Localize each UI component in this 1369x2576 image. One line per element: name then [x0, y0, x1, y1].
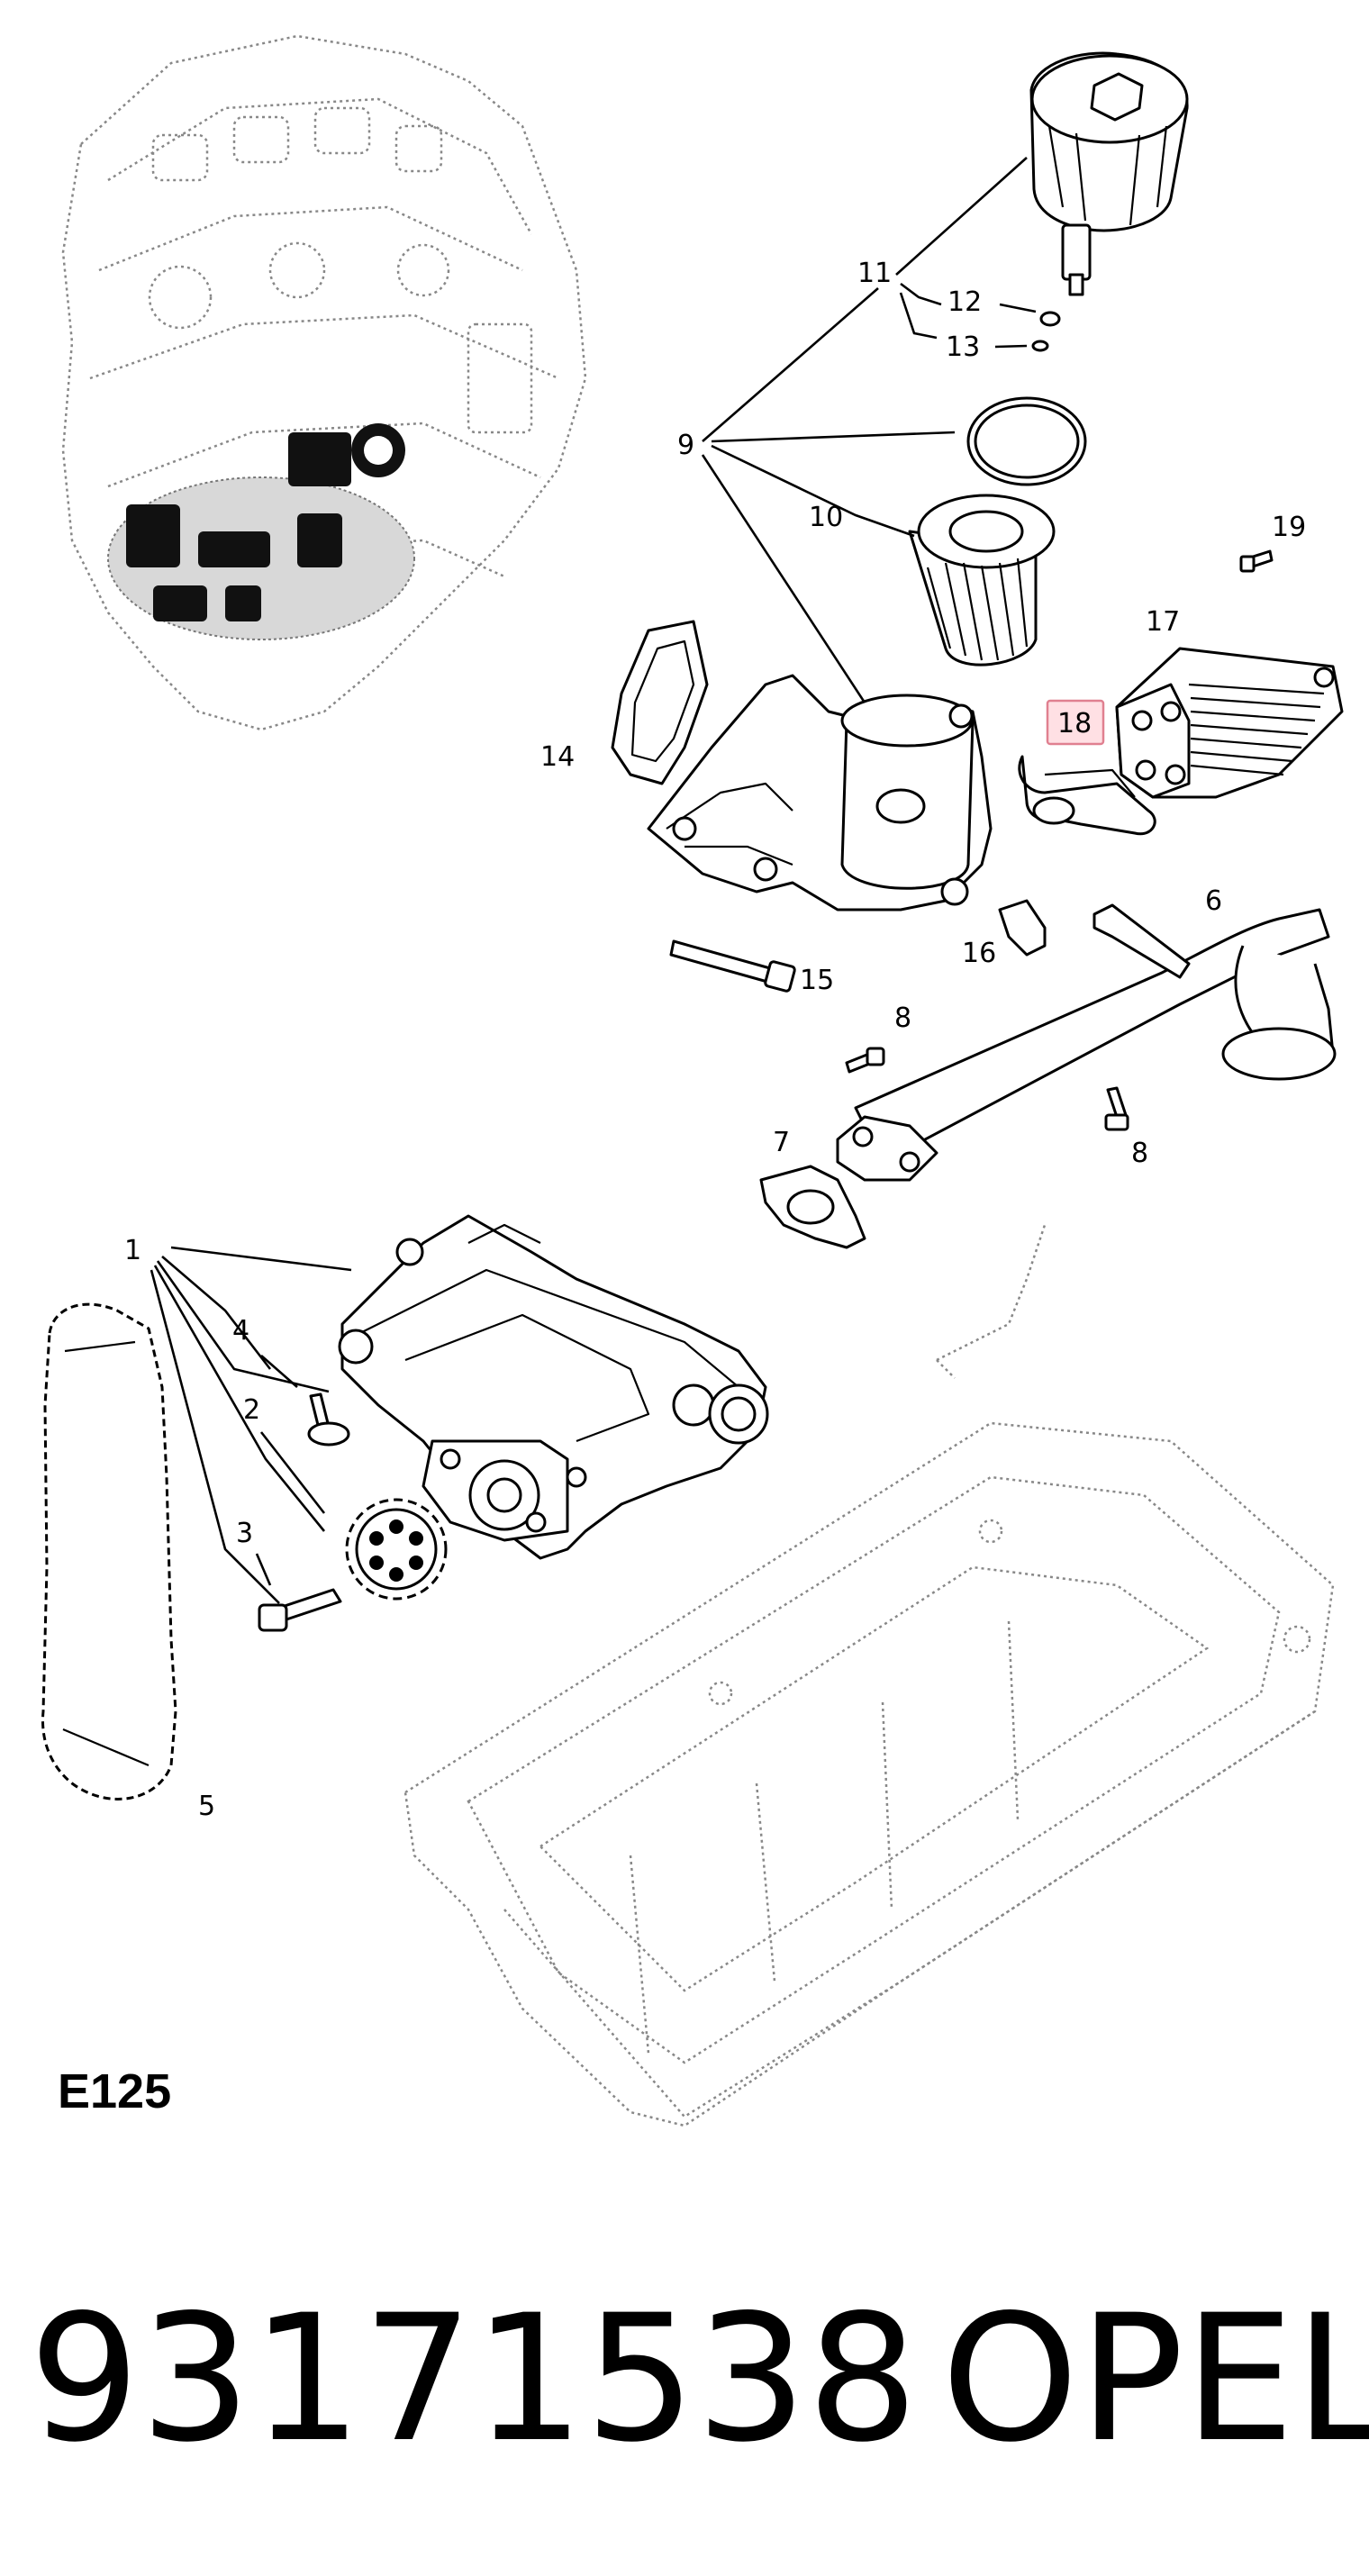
o-ring-12: [1039, 311, 1061, 327]
callout-7: 7: [773, 1127, 790, 1158]
oil-suction-pipe: [836, 903, 1337, 1182]
leader-lines: [150, 157, 1037, 1604]
callout-3: 3: [236, 1518, 253, 1549]
oil-pressure-switch: [998, 899, 1047, 957]
brand-name: OPEL: [941, 2277, 1369, 2481]
bolt-15: [669, 939, 796, 993]
callout-11: 11: [857, 258, 892, 289]
callout-17: 17: [1146, 606, 1180, 638]
callout-8-upper: 8: [894, 1002, 911, 1034]
callout-14: 14: [540, 741, 575, 773]
oil-pan-illustration: [403, 1224, 1335, 2127]
callout-2: 2: [243, 1394, 260, 1426]
diagram-code: E125: [58, 2064, 171, 2118]
sprocket: [345, 1498, 448, 1601]
oil-pump-housing: [338, 1214, 769, 1560]
callout-19: 19: [1272, 512, 1306, 543]
oil-cooler: [1115, 647, 1344, 799]
bolt-8-upper: [845, 1047, 885, 1074]
callout-13: 13: [946, 331, 980, 363]
callout-1: 1: [124, 1235, 141, 1266]
cooler-gasket: [1018, 755, 1156, 836]
callout-15: 15: [800, 965, 834, 996]
callout-16: 16: [962, 938, 996, 969]
callout-5: 5: [198, 1791, 215, 1822]
bolt-19: [1239, 549, 1274, 573]
bolt-8-lower: [1104, 1086, 1129, 1131]
part-number: 93171538: [29, 2277, 918, 2481]
drive-chain: [41, 1302, 177, 1800]
highlight-box: [1046, 699, 1105, 746]
callout-12: 12: [947, 286, 982, 318]
callout-18: 18: [1057, 708, 1092, 739]
bolt-4: [307, 1392, 350, 1447]
callout-4: 4: [232, 1315, 249, 1347]
bolt-3: [258, 1588, 342, 1632]
oil-filter-element: [908, 494, 1056, 667]
engine-block-illustration: [61, 34, 587, 731]
oil-filter-cap: [1029, 51, 1189, 296]
o-ring-13: [1031, 340, 1049, 352]
sealing-ring: [966, 396, 1087, 486]
callout-10: 10: [809, 502, 843, 533]
callout-6: 6: [1205, 885, 1222, 917]
callout-8-lower: 8: [1131, 1138, 1148, 1169]
oil-filter-housing: [647, 674, 993, 912]
callout-9: 9: [677, 430, 694, 461]
callout-labels: 1 2 3 4 5 6 7 8 8 9 10 11 12 13 14 15 16…: [124, 258, 1306, 1822]
pipe-gasket-7: [759, 1165, 866, 1249]
gasket-14: [611, 620, 709, 785]
